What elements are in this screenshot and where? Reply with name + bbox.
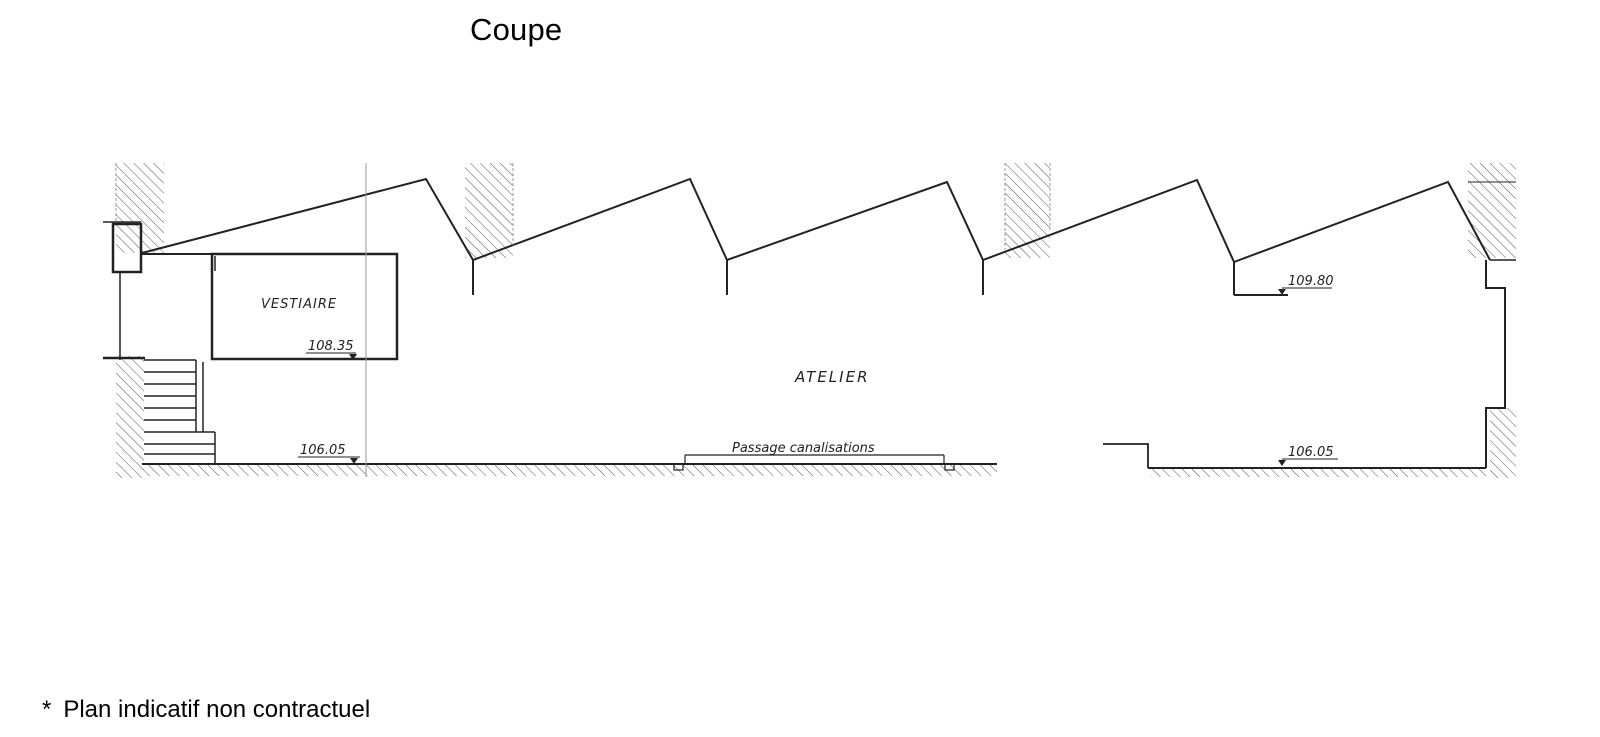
level-marker-ground-left: 106.05 bbox=[298, 443, 360, 464]
left-wall-lower bbox=[116, 356, 144, 478]
canal-post-left bbox=[673, 463, 684, 471]
level-arrow-icon bbox=[1278, 289, 1286, 295]
pit-edge bbox=[1103, 443, 1149, 468]
footnote-text: Plan indicatif non contractuel bbox=[63, 696, 371, 723]
annotation-passage: Passage canalisations bbox=[732, 441, 875, 456]
staircase bbox=[144, 359, 216, 464]
level-arrow-icon bbox=[350, 458, 358, 464]
right-facade bbox=[1485, 260, 1506, 468]
level-marker-ground-right: 106.05 bbox=[1278, 445, 1338, 466]
left-facade-block bbox=[111, 222, 143, 274]
room-label-atelier: ATELIER bbox=[794, 368, 870, 386]
sawtooth-roof bbox=[141, 177, 1491, 264]
level-arrow-icon bbox=[1278, 460, 1286, 466]
level-arrow-icon bbox=[349, 354, 357, 360]
wall-column-1 bbox=[465, 163, 513, 258]
floor-slab-right bbox=[1150, 469, 1486, 477]
level-label-ground-right: 106.05 bbox=[1288, 445, 1334, 460]
footnote: * Plan indicatif non contractuel bbox=[42, 696, 370, 724]
wall-column-2 bbox=[1005, 163, 1050, 258]
reference-lines bbox=[115, 163, 1051, 477]
canal-post-right bbox=[944, 463, 955, 471]
floor-slab-left bbox=[142, 465, 997, 476]
level-label-roof: 109.80 bbox=[1288, 274, 1334, 289]
outline bbox=[103, 177, 1516, 471]
level-label-vestiaire: 108.35 bbox=[308, 339, 354, 354]
right-wall-lower bbox=[1490, 408, 1516, 478]
hatched-walls bbox=[116, 163, 1516, 478]
level-marker-vestiaire: 108.35 bbox=[306, 339, 357, 360]
right-wall-upper bbox=[1468, 163, 1516, 258]
footnote-marker: * bbox=[42, 696, 52, 723]
level-label-ground-left: 106.05 bbox=[300, 443, 346, 458]
room-label-vestiaire: VESTIAIRE bbox=[261, 297, 337, 312]
level-marker-roof: 109.80 bbox=[1278, 274, 1334, 295]
vestiaire-box bbox=[210, 252, 399, 361]
page-title: Coupe bbox=[470, 12, 563, 47]
